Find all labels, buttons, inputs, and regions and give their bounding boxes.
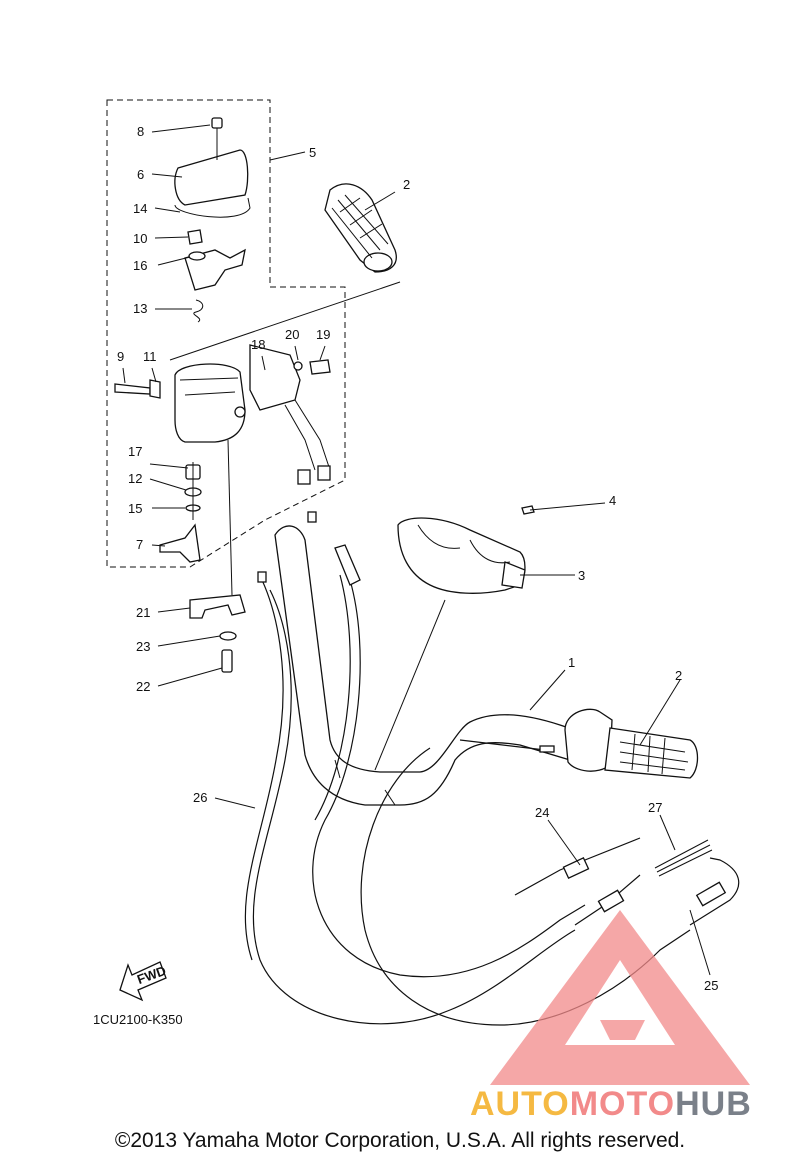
callout: 15: [128, 501, 142, 516]
brand-word-auto: AUTO: [470, 1085, 570, 1123]
hardware: [114, 117, 331, 673]
watermark-logo: [490, 910, 750, 1085]
callout: 27: [648, 800, 662, 815]
switch-housing: [174, 149, 331, 485]
callout: 2: [675, 668, 682, 683]
callout: 18: [251, 337, 265, 352]
callout: 25: [704, 978, 718, 993]
callout: 8: [137, 124, 144, 139]
diagram-code: 1CU2100-K350: [93, 1012, 183, 1027]
callout: 23: [136, 639, 150, 654]
copyright-notice: ©2013 Yamaha Motor Corporation, U.S.A. A…: [114, 1129, 686, 1152]
cables: [244, 511, 740, 1026]
callout: 11: [143, 349, 157, 364]
leader-lines: [122, 124, 711, 976]
callout: 7: [136, 537, 143, 552]
callout: 13: [133, 301, 147, 316]
callout: 21: [136, 605, 150, 620]
callout: 16: [133, 258, 147, 273]
callout: 5: [309, 145, 316, 160]
callout: 3: [578, 568, 585, 583]
fwd-arrow: FWD: [119, 961, 168, 1002]
callout: 9: [117, 349, 124, 364]
assembly-dashed-box: [106, 99, 346, 568]
callout: 2: [403, 177, 410, 192]
callout: 10: [133, 231, 147, 246]
callout: 4: [609, 493, 616, 508]
right-grip-assembly: [564, 708, 699, 779]
brand-word-hub: HUB: [675, 1085, 752, 1123]
callout: 1: [568, 655, 575, 670]
watermark-brand: AUTOMOTOHUB: [470, 1085, 752, 1124]
handlebar-cover: [397, 517, 526, 594]
left-grip: [324, 183, 397, 273]
brand-word-moto: MOTO: [569, 1085, 676, 1123]
callout: 24: [535, 805, 549, 820]
callout: 26: [193, 790, 207, 805]
callout: 20: [285, 327, 299, 342]
cover-clip: [521, 505, 535, 515]
callout-labels: 1 2 2 3 4 5 6 7 8 9 10 11 12 13 14 15 16…: [117, 124, 718, 993]
callout: 19: [316, 327, 330, 342]
callout: 6: [137, 167, 144, 182]
callout: 22: [136, 679, 150, 694]
callout: 12: [128, 471, 142, 486]
handlebar: [274, 525, 576, 806]
callout: 17: [128, 444, 142, 459]
callout: 14: [133, 201, 147, 216]
